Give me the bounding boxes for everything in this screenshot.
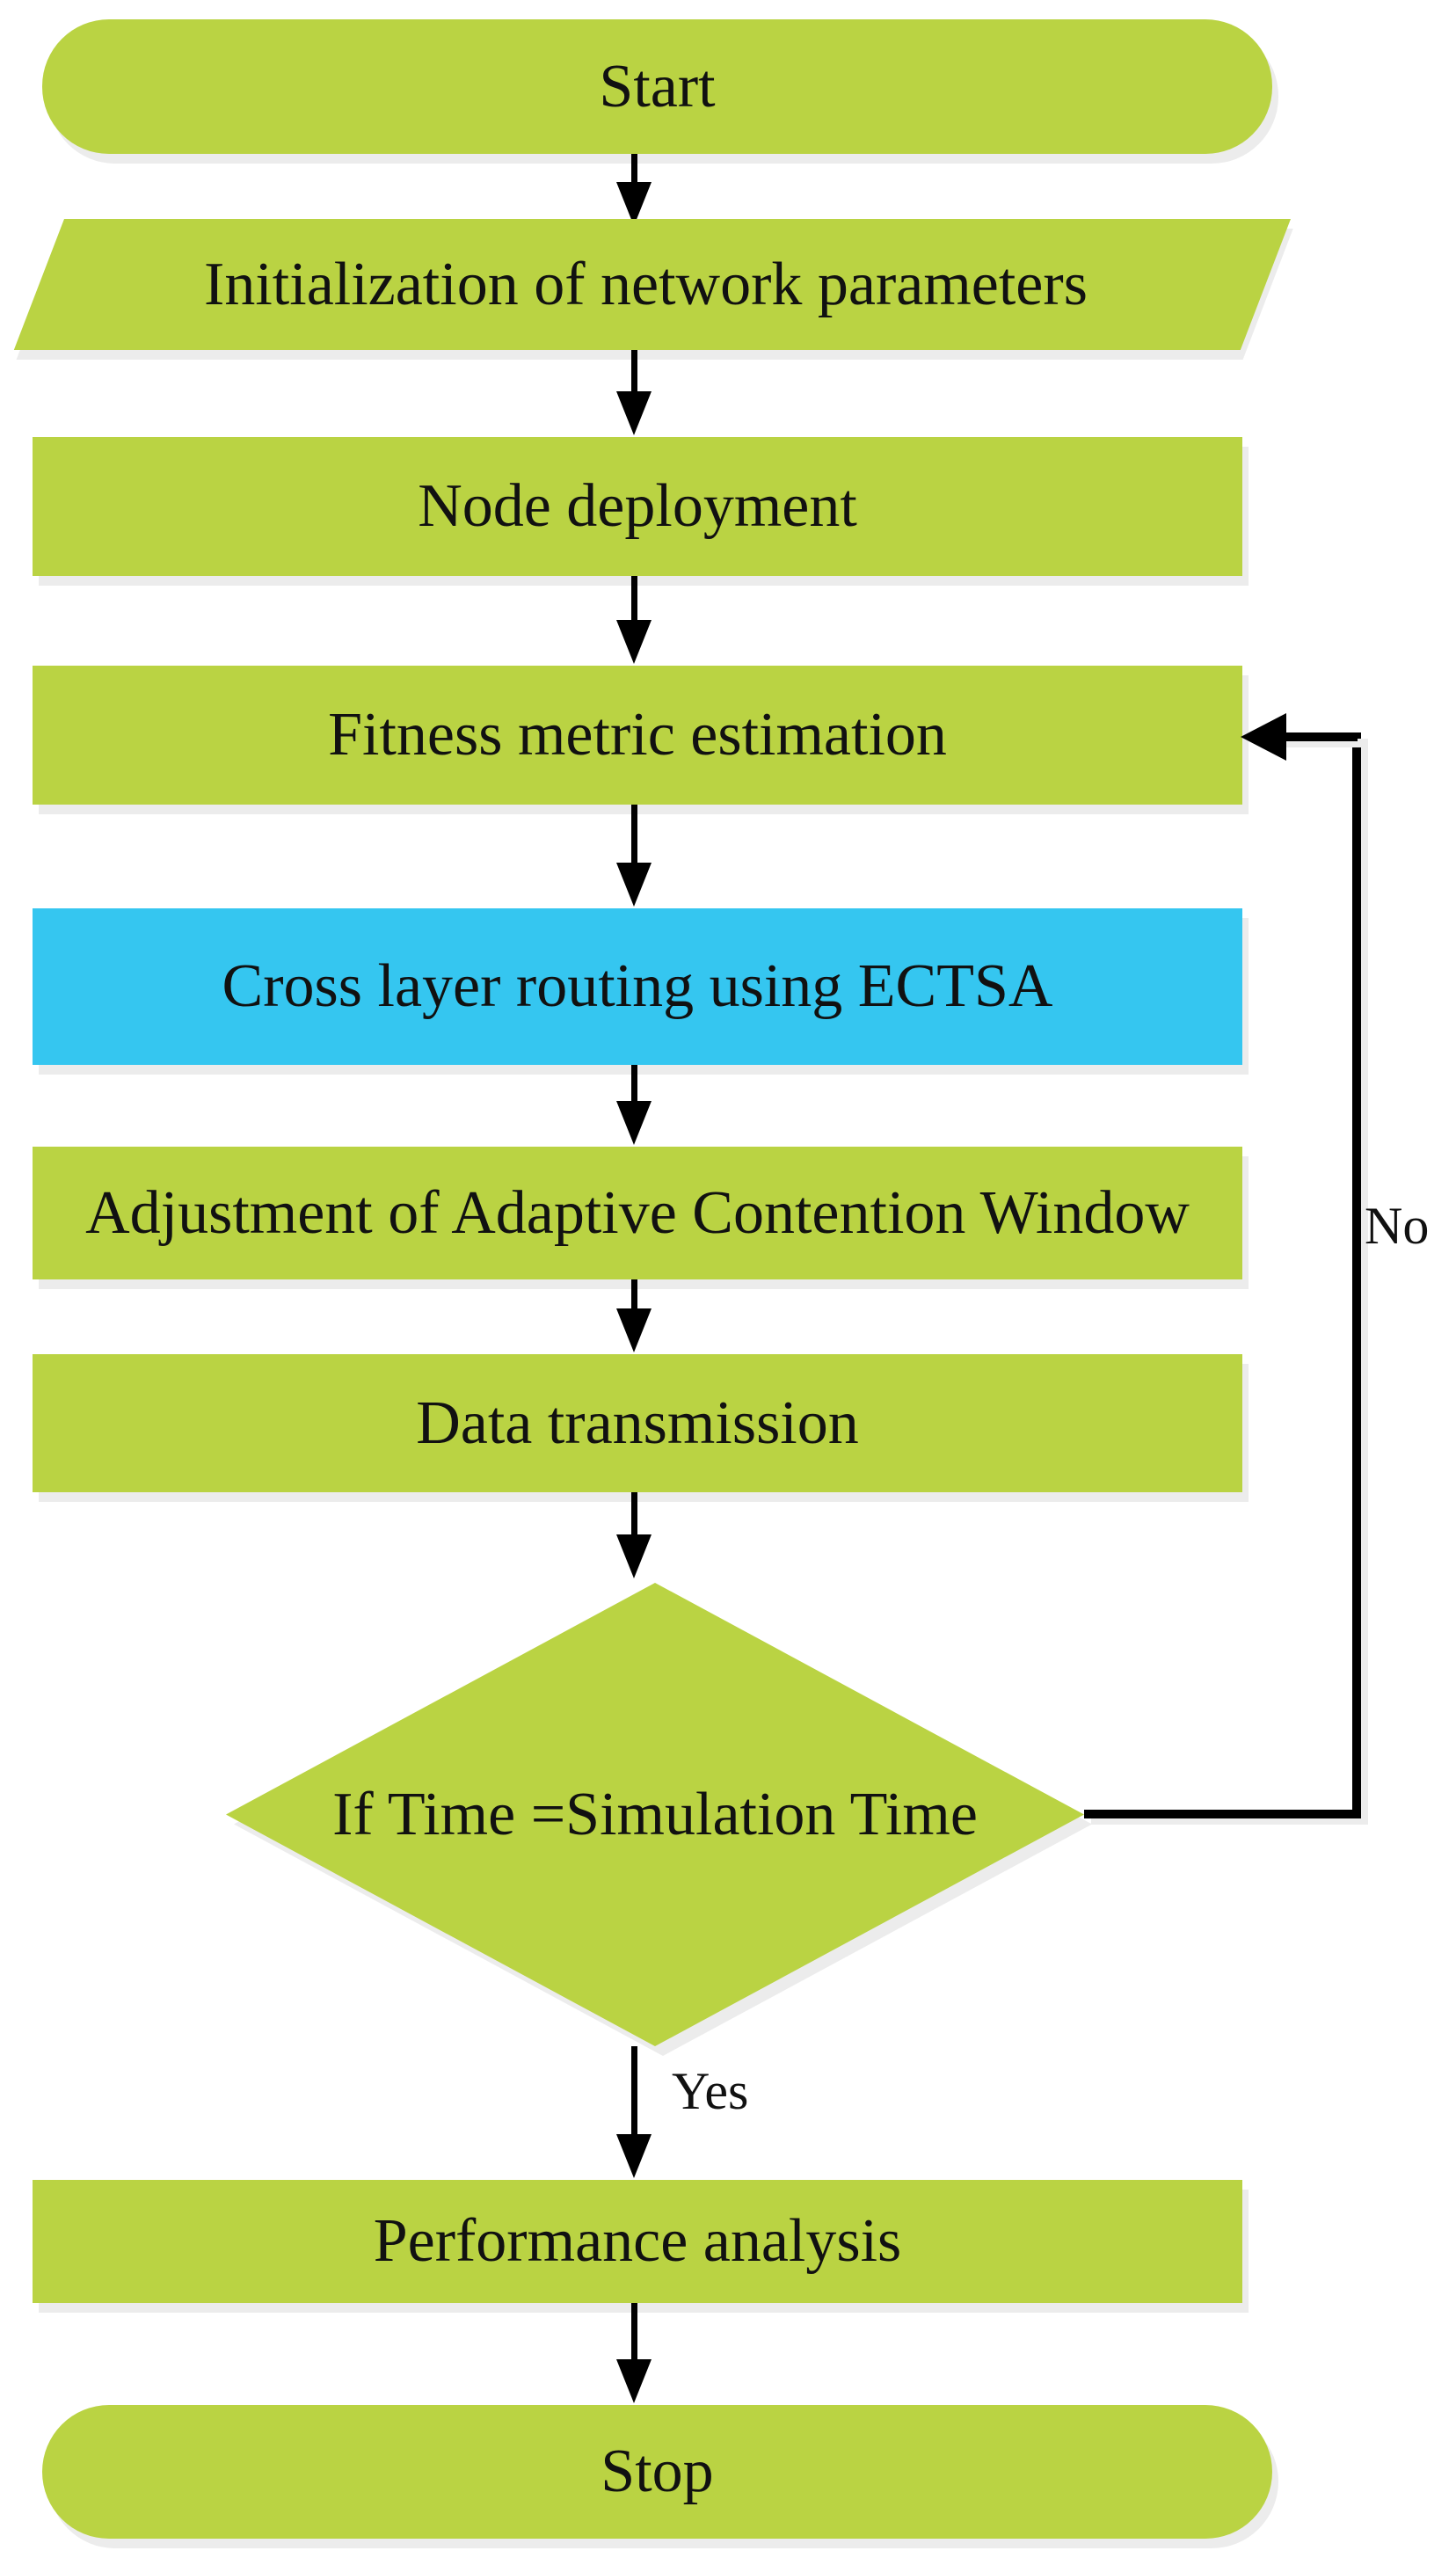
arrow-shaft	[630, 2303, 637, 2361]
arrow-shaft	[630, 1279, 637, 1310]
node-start: Start	[42, 19, 1272, 154]
arrowhead-down-icon	[616, 1308, 652, 1352]
arrowhead-down-icon	[616, 391, 652, 435]
node-deployment: Node deployment	[33, 437, 1242, 576]
node-data-transmission: Data transmission	[33, 1354, 1242, 1492]
yes-edge-label: Yes	[672, 2062, 749, 2120]
flow-arrow-init-deploy	[615, 350, 653, 435]
node-performance-analysis: Performance analysis	[33, 2180, 1242, 2303]
flow-arrow-performance-stop	[615, 2303, 653, 2403]
arrowhead-down-icon	[616, 1101, 652, 1145]
arrow-shaft	[630, 576, 637, 622]
flow-arrow-deploy-fitness	[615, 576, 653, 664]
node-adjustment-adaptive-contention-window: Adjustment of Adaptive Contention Window	[33, 1147, 1242, 1279]
arrow-shaft	[630, 350, 637, 393]
arrowhead-left-icon	[1241, 713, 1286, 761]
arrow-shaft	[630, 805, 637, 864]
arrowhead-down-icon	[616, 2134, 652, 2178]
arrow-shaft	[630, 2046, 637, 2136]
arrow-shaft	[630, 1065, 637, 1103]
flow-arrow-decision-performance	[615, 2046, 653, 2178]
flow-arrow-data-decision	[615, 1492, 653, 1578]
node-decision-simulation-time: If Time =Simulation Time	[226, 1583, 1084, 2046]
node-fitness-metric-estimation: Fitness metric estimation	[33, 666, 1242, 805]
arrowhead-down-icon	[616, 2359, 652, 2403]
arrow-shaft	[630, 154, 637, 184]
flow-arrow-acw-data	[615, 1279, 653, 1352]
flow-arrow-ectsa-acw	[615, 1065, 653, 1145]
no-loop-horizontal-top	[1277, 732, 1358, 741]
node-stop: Stop	[42, 2405, 1272, 2539]
node-cross-layer-routing-ectsa: Cross layer routing using ECTSA	[33, 908, 1242, 1065]
no-loop-vertical	[1352, 732, 1361, 1818]
arrowhead-down-icon	[616, 620, 652, 664]
arrowhead-down-icon	[616, 863, 652, 907]
arrowhead-down-icon	[616, 1534, 652, 1578]
no-loop-horizontal-bottom	[1084, 1810, 1361, 1818]
arrowhead-down-icon	[616, 182, 652, 226]
no-edge-label: No	[1365, 1197, 1430, 1255]
node-initialization-label: Initialization of network parameters	[204, 250, 1088, 318]
flow-arrow-fitness-ectsa	[615, 805, 653, 907]
arrow-shaft	[630, 1492, 637, 1536]
flow-arrow-start-init	[615, 154, 653, 226]
